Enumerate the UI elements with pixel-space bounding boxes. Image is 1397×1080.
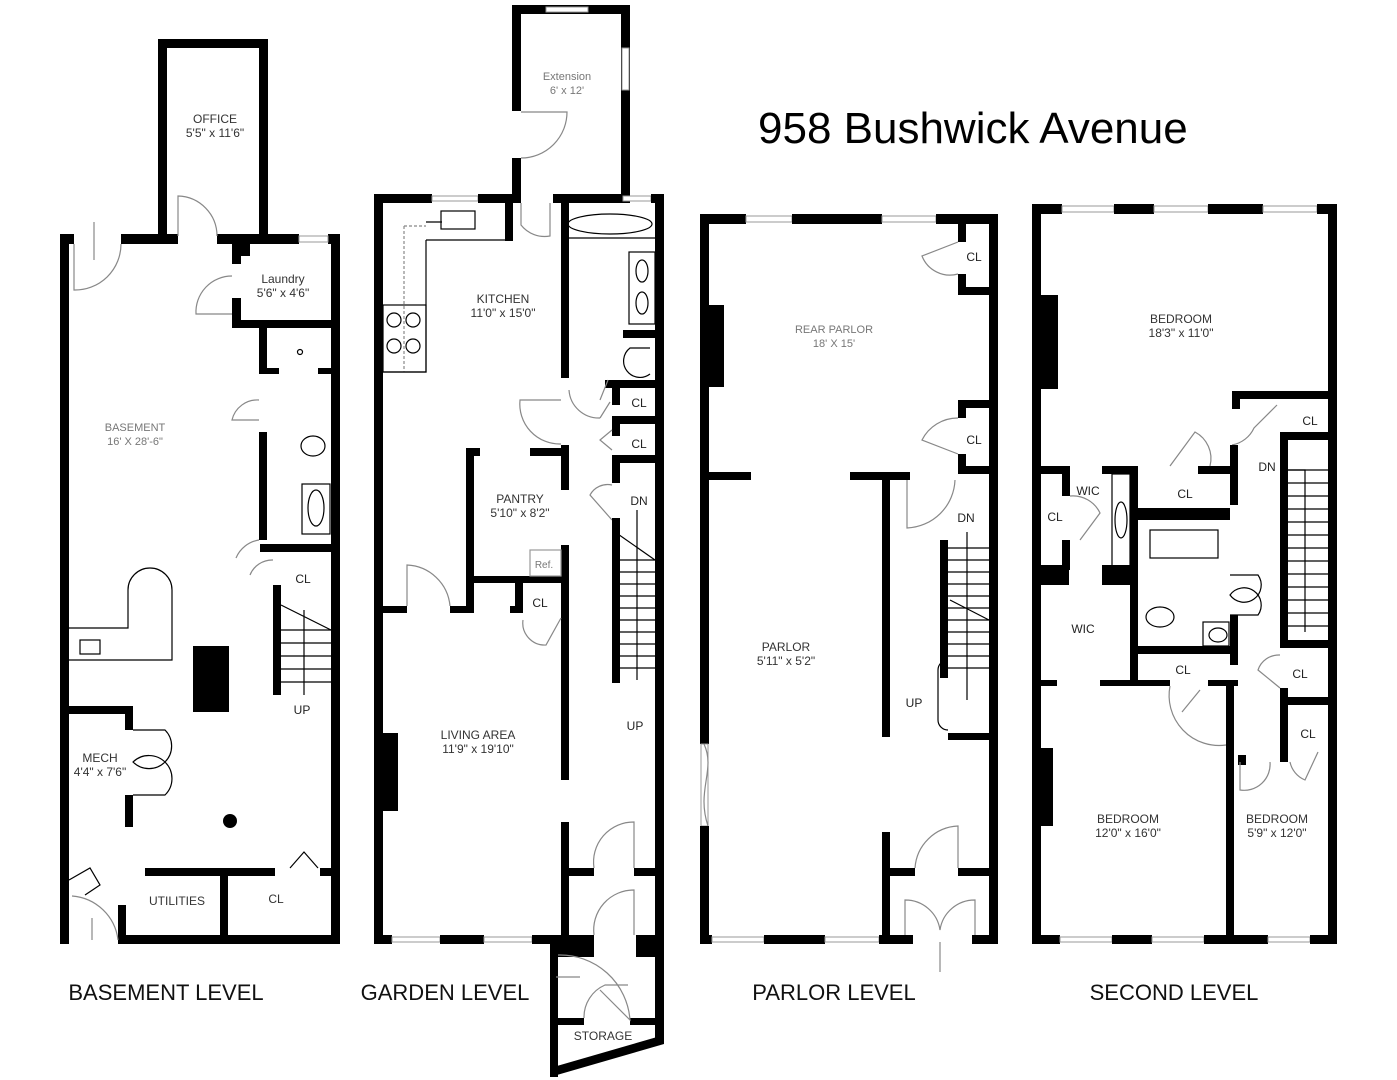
room-cl: CL — [631, 396, 647, 410]
room-size: 12'0" x 16'0" — [1095, 826, 1161, 840]
room-bedroom: BEDROOM 5'9" x 12'0" — [1246, 812, 1308, 840]
room-cl: CL — [295, 572, 311, 586]
stair-dn-label: DN — [630, 494, 648, 508]
page-title: 958 Bushwick Avenue — [758, 104, 1188, 153]
room-bedroom: BEDROOM 18'3" x 11'0" — [1149, 312, 1214, 340]
room-cl: CL — [631, 437, 647, 451]
room-cl: CL — [966, 433, 982, 447]
room-size: 18'3" x 11'0" — [1148, 326, 1214, 340]
room-name: OFFICE — [193, 112, 237, 126]
room-kitchen: KITCHEN 11'0" x 15'0" — [471, 292, 536, 320]
room-cl: CL — [1177, 487, 1193, 501]
room-cl: CL — [1047, 510, 1063, 524]
room-cl: CL — [966, 250, 982, 264]
stair-dn-label: DN — [1258, 460, 1276, 474]
room-wic: WIC — [1076, 484, 1100, 498]
level-label-garden: GARDEN LEVEL — [360, 980, 530, 1005]
room-size: 4'4" x 7'6" — [73, 765, 127, 779]
room-utilities: UTILITIES — [148, 894, 206, 908]
basement-plan — [60, 39, 340, 944]
room-size: 11'0" x 15'0" — [470, 306, 536, 320]
room-cl: CL — [1292, 667, 1308, 681]
room-size: 6' x 12' — [549, 85, 585, 97]
room-storage: STORAGE — [573, 1029, 633, 1043]
room-name: PANTRY — [496, 492, 544, 506]
room-cl: CL — [1300, 727, 1316, 741]
room-name: PARLOR — [761, 640, 811, 654]
room-name: Extension — [542, 71, 592, 83]
room-name: BASEMENT — [104, 422, 166, 434]
room-size: 16' X 28'-6" — [107, 436, 163, 448]
second-plan — [1032, 204, 1337, 944]
room-living-area: LIVING AREA 11'9" x 19'10" — [441, 728, 516, 756]
room-cl: CL — [1302, 414, 1318, 428]
stair-up-label: UP — [905, 696, 923, 710]
room-name: KITCHEN — [476, 292, 530, 306]
refrigerator-label: Ref. — [534, 560, 554, 571]
stair-up-label: UP — [626, 719, 644, 733]
room-size: 5'9" x 12'0" — [1247, 826, 1307, 840]
parlor-plan — [700, 214, 998, 972]
room-name: BEDROOM — [1096, 812, 1159, 826]
room-name: BEDROOM — [1245, 812, 1309, 826]
room-pantry: PANTRY 5'10" x 8'2" — [490, 492, 549, 520]
room-cl: CL — [1175, 663, 1191, 677]
room-cl-2: CL — [268, 892, 284, 906]
room-size: 5'11" x 5'2" — [756, 654, 816, 668]
room-size: 18' X 15' — [812, 338, 856, 350]
room-mech: MECH 4'4" x 7'6" — [74, 751, 126, 779]
room-wic: WIC — [1071, 622, 1095, 636]
level-label-basement: BASEMENT LEVEL — [68, 980, 264, 1005]
room-office: OFFICE 5'5" x 11'6" — [186, 112, 244, 140]
room-name: MECH — [82, 751, 118, 765]
room-parlor: PARLOR 5'11" x 5'2" — [757, 640, 815, 668]
room-name: LIVING AREA — [440, 728, 516, 742]
room-bedroom: BEDROOM 12'0" x 16'0" — [1095, 812, 1161, 840]
level-label-second: SECOND LEVEL — [1089, 980, 1259, 1005]
room-laundry: Laundry 5'6" x 4'6" — [257, 272, 309, 300]
room-size: 11'9" x 19'10" — [442, 742, 514, 756]
room-cl: CL — [532, 596, 548, 610]
stair-up-label: UP — [293, 703, 311, 717]
room-name: BEDROOM — [1149, 312, 1213, 326]
room-name: REAR PARLOR — [794, 324, 874, 336]
stair-dn-label: DN — [957, 511, 975, 525]
room-size: 5'10" x 8'2" — [490, 506, 550, 520]
room-basement: BASEMENT 16' X 28'-6" — [105, 421, 166, 449]
room-extension: Extension 6' x 12' — [543, 70, 591, 98]
room-size: 5'6" x 4'6" — [256, 286, 310, 300]
room-rear-parlor: REAR PARLOR 18' X 15' — [795, 323, 873, 351]
room-name: Laundry — [261, 272, 305, 286]
garden-plan — [374, 5, 664, 1077]
level-label-parlor: PARLOR LEVEL — [752, 980, 916, 1005]
room-size: 5'5" x 11'6" — [185, 126, 245, 140]
